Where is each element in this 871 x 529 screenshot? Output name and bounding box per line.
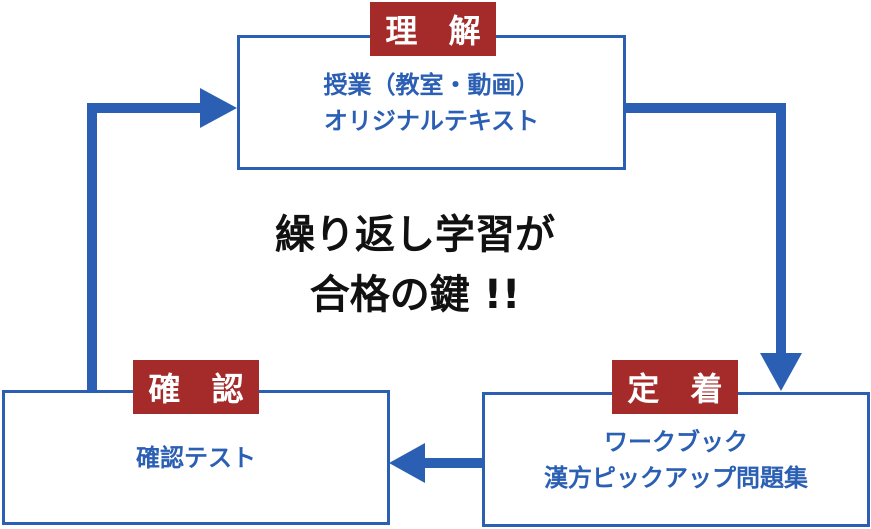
center-message: 繰り返し学習が 合格の鍵 !! [200,205,630,325]
understand-badge: 理 解 [370,2,496,56]
fix-box: ワークブック 漢方ピックアップ問題集 [482,392,870,527]
arrow-confirm-to-understand [87,88,237,392]
confirm-box: 確認テスト [2,390,390,525]
understand-box: 授業（教室・動画） オリジナルテキスト [237,35,626,170]
fix-line-1: ワークブック [604,427,748,456]
arrow-understand-to-fix [624,103,802,391]
confirm-badge: 確 認 [133,360,259,414]
center-line-1: 繰り返し学習が [275,212,555,258]
center-line-2: 合格の鍵 !! [309,272,521,318]
confirm-line-1: 確認テスト [136,443,256,472]
fix-line-2: 漢方ピックアップ問題集 [544,463,808,492]
fix-badge: 定 着 [612,360,738,414]
understand-line-1: 授業（教室・動画） [323,70,540,99]
arrow-fix-to-confirm [389,443,482,483]
understand-line-2: オリジナルテキスト [323,106,540,135]
